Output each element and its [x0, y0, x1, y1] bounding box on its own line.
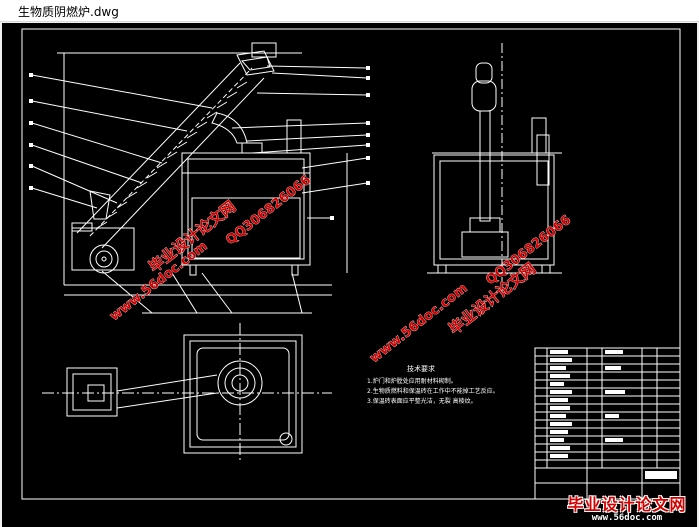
drawing-canvas[interactable]: 技术要求 1.炉门和炉膛处应用耐材料砌制。 2.生物质燃料和保温砖在工作中不能掉…: [2, 23, 697, 527]
right-side-view: [427, 43, 562, 293]
file-title: 生物质阴燃炉.dwg: [18, 5, 119, 19]
notes-line-1: 1.炉门和炉膛处应用耐材料砌制。: [367, 377, 457, 385]
title-block: [534, 347, 681, 500]
title-bar: 生物质阴燃炉.dwg: [0, 0, 699, 22]
drawing-frame: [21, 28, 681, 500]
corner-site-url: www.56doc.com: [591, 513, 663, 523]
technical-notes: 技术要求 1.炉门和炉膛处应用耐材料砌制。 2.生物质燃料和保温砖在工作中不能掉…: [367, 364, 499, 405]
notes-heading: 技术要求: [407, 364, 435, 373]
notes-line-3: 3.保温砖表面应平整光洁，无裂 高棱纹。: [367, 397, 477, 405]
corner-site-name: 毕业设计论文网: [567, 495, 687, 514]
watermarks: 毕业设计论文网 QQ306826066 www.56doc.com QQ3068…: [107, 172, 574, 366]
plan-view: [42, 323, 332, 463]
cad-drawing: 技术要求 1.炉门和炉膛处应用耐材料砌制。 2.生物质燃料和保温砖在工作中不能掉…: [21, 28, 681, 500]
site-watermark-corner: 毕业设计论文网 www.56doc.com: [563, 497, 691, 525]
left-elevation-view: [31, 42, 368, 314]
notes-line-2: 2.生物质燃料和保温砖在工作中不能掉工艺反应。: [367, 387, 499, 395]
